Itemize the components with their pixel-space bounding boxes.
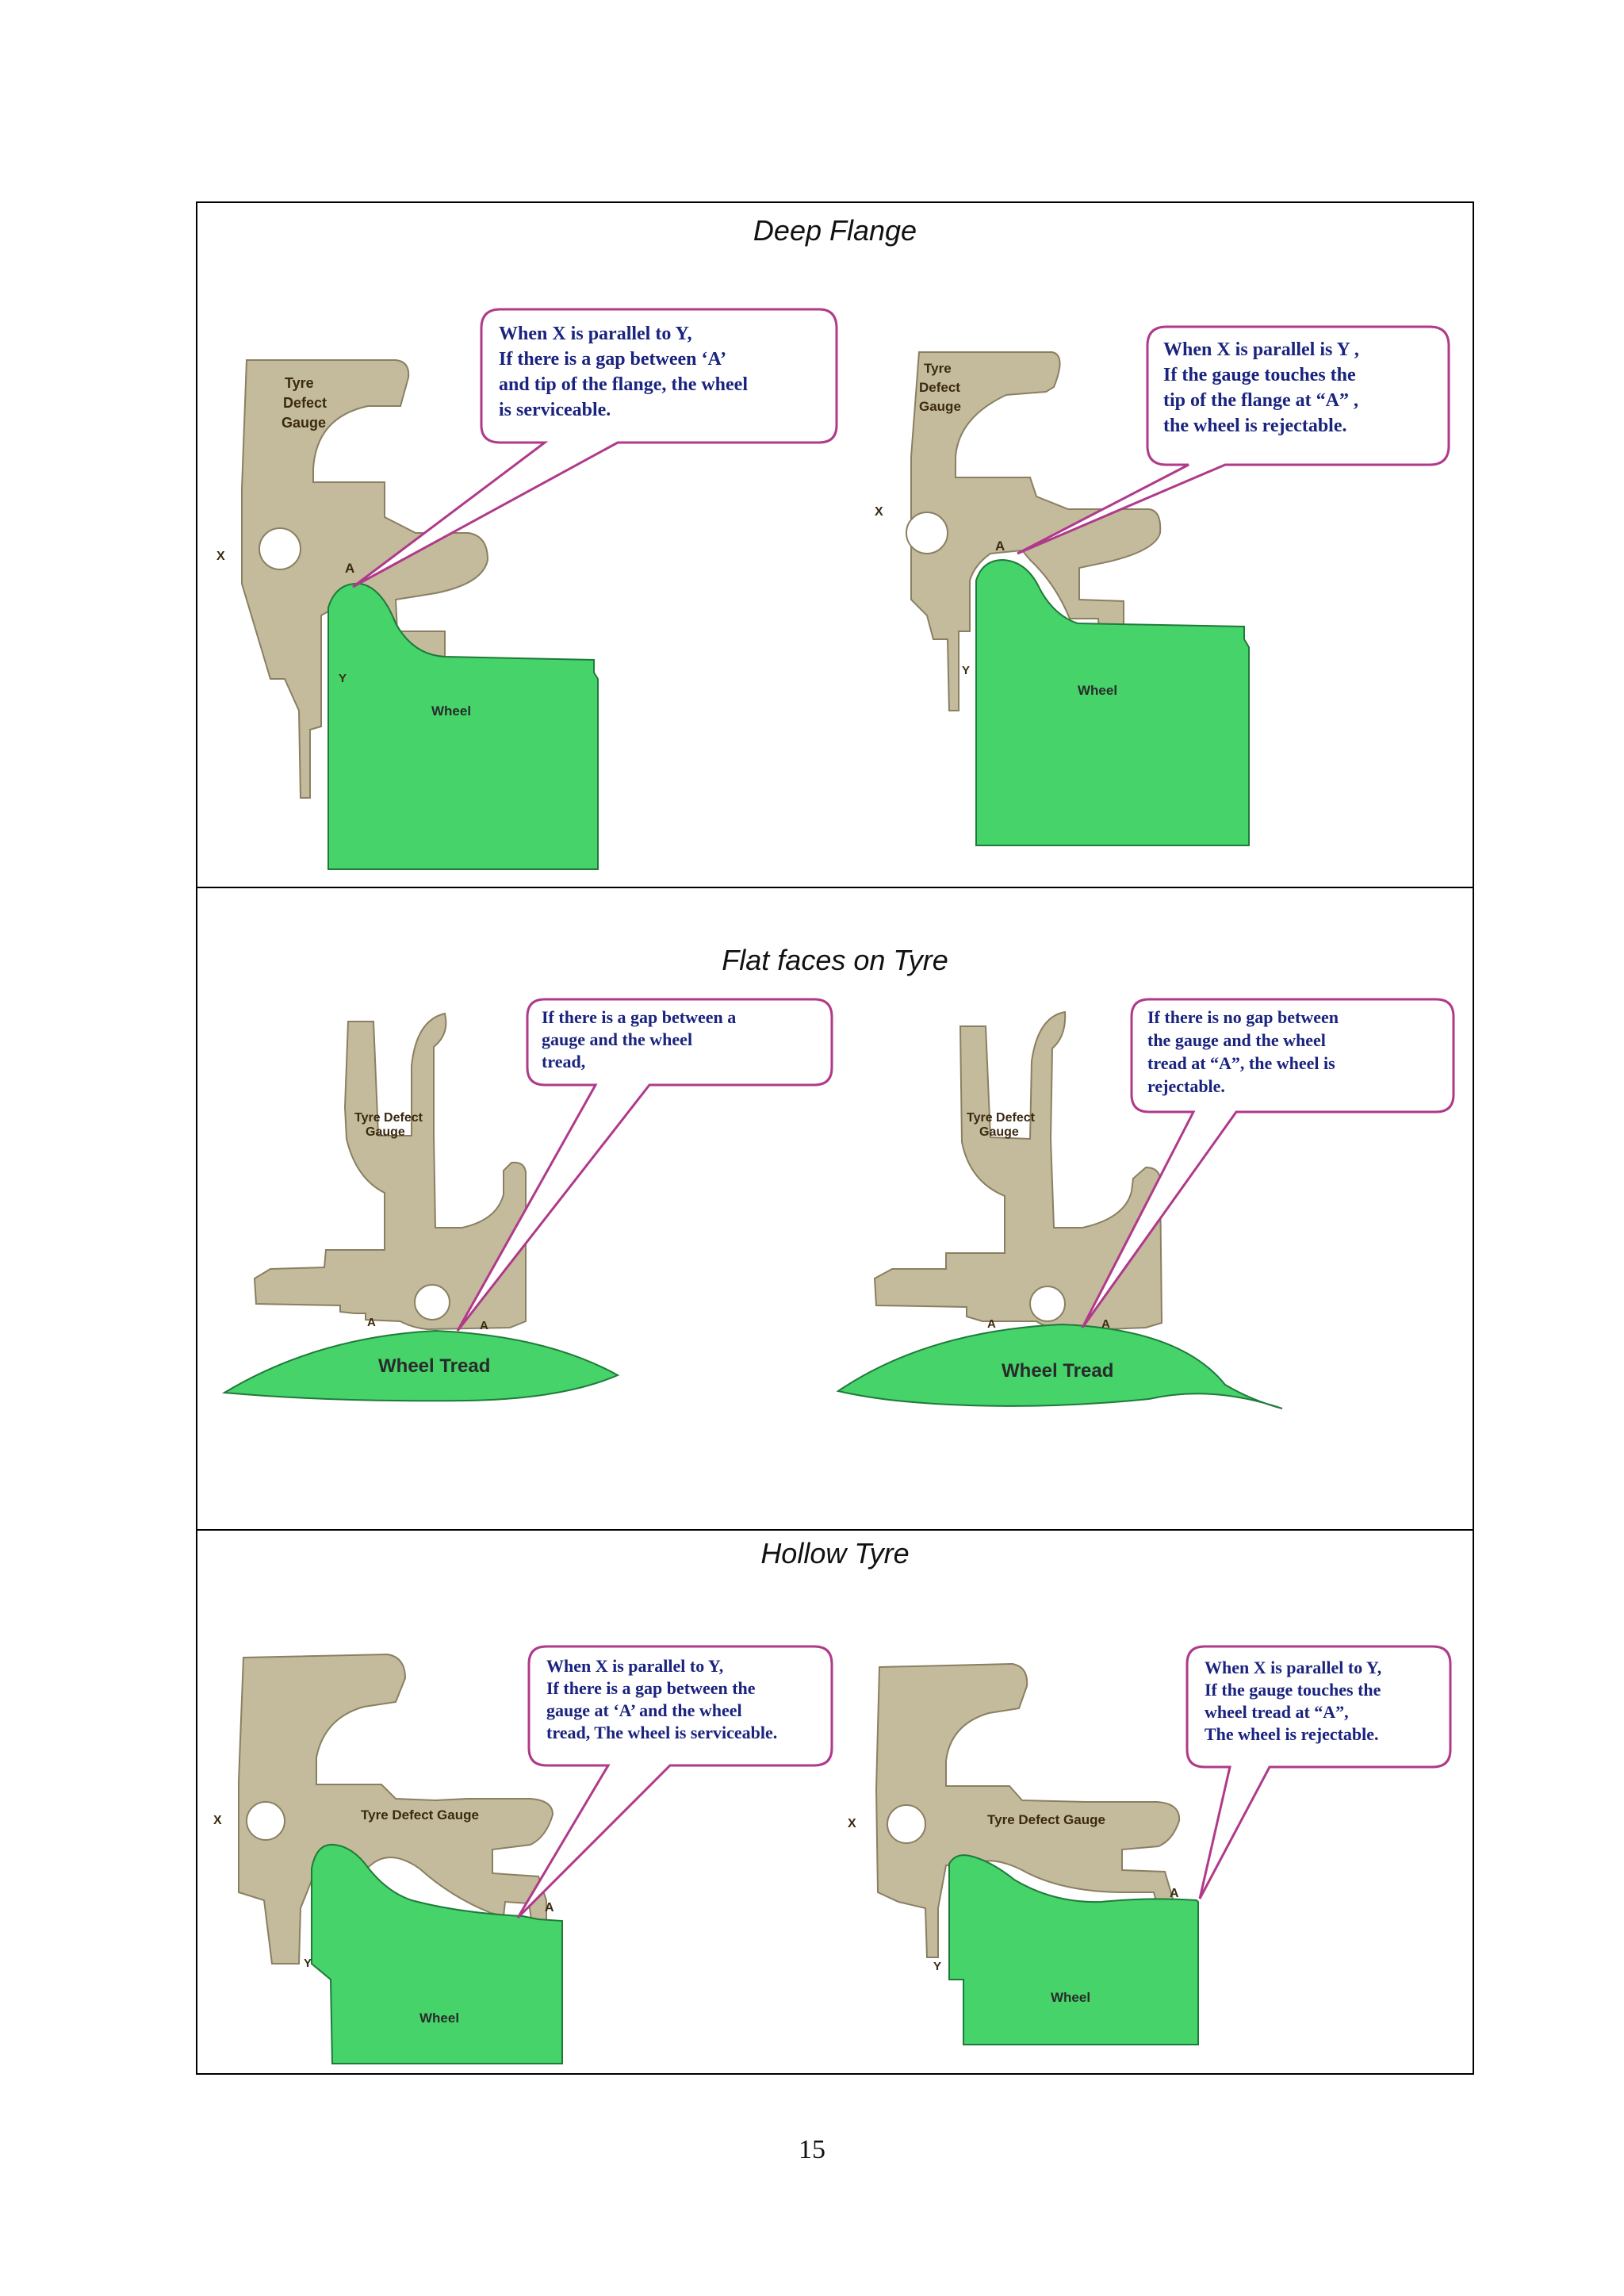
y-label: Y xyxy=(933,1960,941,1973)
deep-flange-figure: Tyre Defect Gauge X A Y Wheel When X is … xyxy=(216,308,1450,870)
wheel-tread-label: Wheel Tread xyxy=(378,1355,490,1377)
wheel-label: Wheel xyxy=(1051,1990,1090,2005)
bubble-line-2: the gauge and the wheel xyxy=(1147,1030,1326,1050)
bubble-line-4: the wheel is rejectable. xyxy=(1163,416,1346,436)
tyre-defect-gauge-shape xyxy=(875,1662,1181,1958)
section-divider xyxy=(197,1529,1473,1531)
page-number: 15 xyxy=(799,2135,825,2164)
hollow-tyre-left-diagram: Tyre Defect Gauge X Y A Wheel When X is … xyxy=(213,1645,833,2064)
gauge-label: Tyre Defect Gauge xyxy=(361,1807,479,1823)
gauge-label-line-1: Tyre xyxy=(924,361,952,376)
gauge-hole xyxy=(414,1284,450,1320)
wheel-shape xyxy=(948,1854,1199,2045)
gauge-hole xyxy=(906,512,948,554)
callout-bubble xyxy=(516,1645,833,1919)
bubble-line-4: The wheel is rejectable. xyxy=(1205,1724,1379,1744)
tyre-defect-gauge-shape xyxy=(253,1012,527,1331)
x-label: X xyxy=(875,505,883,519)
bubble-line-4: is serviceable. xyxy=(499,400,611,420)
callout-bubble xyxy=(1185,1645,1452,1899)
x-label: X xyxy=(216,550,225,563)
a-label-right: A xyxy=(480,1319,488,1332)
wheel-label: Wheel xyxy=(419,2010,459,2026)
bubble-line-1: If there is no gap between xyxy=(1147,1007,1339,1027)
bubble-line-4: rejectable. xyxy=(1147,1076,1225,1096)
bubble-line-3: wheel tread at “A”, xyxy=(1205,1702,1349,1722)
gauge-label-line-1: Tyre Defect xyxy=(354,1111,423,1125)
wheel-tread-shape xyxy=(836,1323,1283,1409)
bubble-line-2: gauge and the wheel xyxy=(542,1029,692,1049)
bubble-line-3: tip of the flange at “A” , xyxy=(1163,390,1358,411)
bubble-line-2: If the gauge touches the xyxy=(1163,365,1356,385)
bubble-line-4: tread, The wheel is serviceable. xyxy=(546,1723,777,1742)
flat-faces-figure: Tyre Defect Gauge A A Wheel Tread If the… xyxy=(221,998,1455,1409)
a-label-right: A xyxy=(1101,1317,1110,1331)
deep-flange-right-diagram: Tyre Defect Gauge X A Y Wheel When X is … xyxy=(875,325,1450,846)
gauge-label-line-3: Gauge xyxy=(919,399,961,414)
x-label: X xyxy=(213,1814,222,1827)
y-label: Y xyxy=(304,1957,312,1970)
callout-bubble xyxy=(456,998,833,1332)
tyre-defect-gauge-shape xyxy=(910,351,1162,711)
wheel-label: Wheel xyxy=(431,703,471,719)
x-label: X xyxy=(848,1817,856,1830)
section-divider xyxy=(197,887,1473,888)
section-title-hollow-tyre: Hollow Tyre xyxy=(760,1537,910,1570)
wheel-tread-label: Wheel Tread xyxy=(1002,1360,1113,1382)
wheel-shape xyxy=(327,582,599,870)
y-label: Y xyxy=(962,664,970,677)
y-label: Y xyxy=(339,672,347,685)
section-title-flat-faces: Flat faces on Tyre xyxy=(722,944,948,976)
flat-faces-right-diagram: Tyre Defect Gauge A A Wheel Tread If the… xyxy=(836,998,1455,1409)
gauge-hole xyxy=(887,1804,926,1844)
wheel-shape xyxy=(975,558,1250,846)
bubble-line-1: If there is a gap between a xyxy=(542,1007,736,1027)
bubble-line-3: and tip of the flange, the wheel xyxy=(499,374,748,395)
tyre-defect-gauge-shape xyxy=(238,1653,554,1964)
bubble-line-2: If there is a gap between ‘A’ xyxy=(499,349,726,370)
a-label: A xyxy=(1170,1887,1179,1900)
bubble-line-1: When X is parallel is Y , xyxy=(1163,339,1359,360)
gauge-label-line-3: Gauge xyxy=(282,415,326,431)
wheel-shape xyxy=(311,1843,563,2064)
section-title-deep-flange: Deep Flange xyxy=(753,214,917,247)
gauge-label-line-2: Gauge xyxy=(366,1125,405,1139)
bubble-line-1: When X is parallel to Y, xyxy=(1205,1658,1381,1677)
deep-flange-left-diagram: Tyre Defect Gauge X A Y Wheel When X is … xyxy=(216,308,838,870)
bubble-line-2: If there is a gap between the xyxy=(546,1678,756,1698)
callout-bubble xyxy=(1081,998,1455,1328)
a-label-left: A xyxy=(367,1316,376,1329)
wheel-tread-shape xyxy=(221,1329,620,1402)
gauge-label-line-2: Defect xyxy=(919,380,960,395)
bubble-line-3: tread at “A”, the wheel is xyxy=(1147,1053,1335,1073)
tyre-defect-gauge-shape xyxy=(873,1010,1163,1332)
callout-bubble xyxy=(352,308,838,588)
page-frame: Deep Flange Tyre Defect Gauge X A Y Whee… xyxy=(196,201,1474,2075)
bubble-line-2: If the gauge touches the xyxy=(1205,1680,1381,1700)
gauge-hole xyxy=(259,527,301,570)
hollow-tyre-right-diagram: Tyre Defect Gauge X Y A Wheel When X is … xyxy=(848,1645,1452,2045)
gauge-label-line-2: Gauge xyxy=(979,1125,1019,1139)
bubble-line-3: tread, xyxy=(542,1052,585,1071)
gauge-label-line-1: Tyre Defect xyxy=(967,1111,1036,1125)
a-label: A xyxy=(545,1901,554,1915)
bubble-line-1: When X is parallel to Y, xyxy=(546,1656,723,1676)
gauge-label-line-2: Defect xyxy=(283,395,327,411)
a-label: A xyxy=(995,539,1005,554)
gauge-label-line-1: Tyre xyxy=(285,375,314,391)
gauge-hole xyxy=(246,1801,285,1841)
wheel-label: Wheel xyxy=(1078,683,1117,698)
bubble-line-3: gauge at ‘A’ and the wheel xyxy=(546,1700,742,1720)
gauge-hole xyxy=(1029,1286,1066,1322)
a-label: A xyxy=(345,561,354,576)
flat-faces-left-diagram: Tyre Defect Gauge A A Wheel Tread If the… xyxy=(221,998,833,1402)
bubble-line-1: When X is parallel to Y, xyxy=(499,324,692,344)
callout-bubble xyxy=(1017,325,1450,555)
a-label-left: A xyxy=(987,1317,996,1331)
hollow-tyre-figure: Tyre Defect Gauge X Y A Wheel When X is … xyxy=(213,1645,1452,2064)
gauge-label: Tyre Defect Gauge xyxy=(987,1812,1105,1827)
